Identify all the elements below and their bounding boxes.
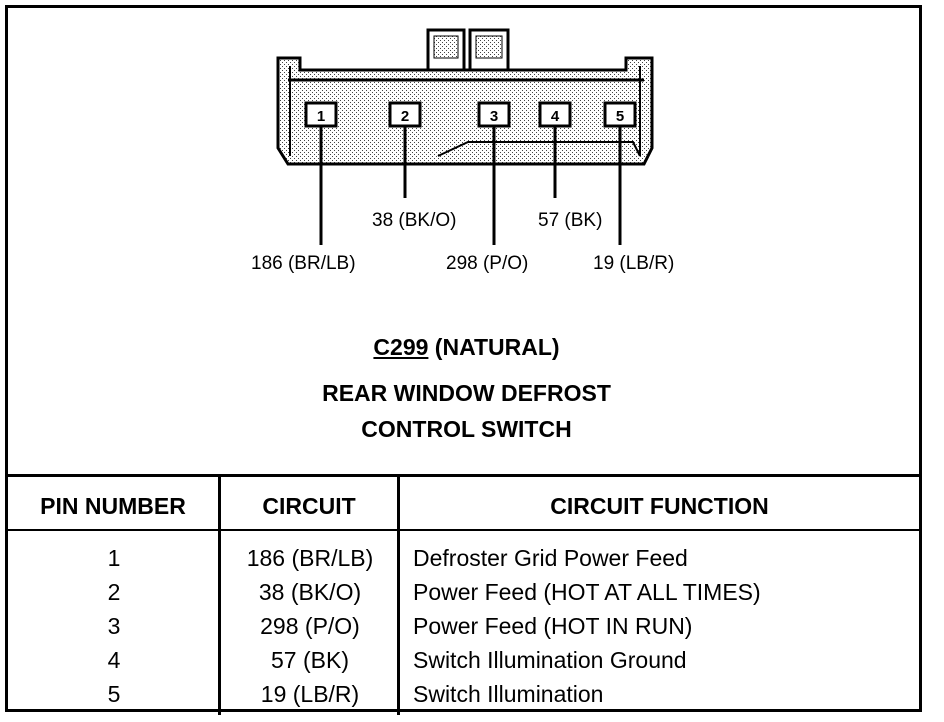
cell-circuit: 38 (BK/O)	[258, 579, 362, 605]
header-circuit: CIRCUIT	[262, 493, 356, 519]
header-pin-number: PIN NUMBER	[40, 493, 186, 519]
component-title-line-1: REAR WINDOW DEFROST	[322, 380, 611, 406]
wire-label-5: 19 (LB/R)	[593, 253, 675, 274]
pin-4-number: 4	[551, 108, 560, 125]
cell-pin: 1	[107, 545, 121, 571]
pin-3-number: 3	[490, 108, 498, 125]
table-header-rule	[8, 529, 919, 531]
connector-title: C299 (NATURAL)	[8, 336, 925, 359]
connector-body	[276, 56, 654, 166]
cell-function: Switch Illumination	[413, 681, 604, 707]
connector-latch	[426, 28, 510, 74]
diagram-frame: 1 2 3 4 5 38 (BK/O) 57 (BK) 186 (BR/LB) 298 …	[5, 5, 925, 715]
pin-5-number: 5	[616, 108, 624, 125]
pin-2-box	[388, 101, 422, 128]
cell-pin: 2	[107, 579, 121, 605]
pin-4-box	[538, 101, 572, 128]
wire-label-3: 298 (P/O)	[446, 253, 529, 274]
pin-1-number: 1	[317, 108, 325, 125]
table-row: 4 57 (BK) Switch Illumination Ground	[8, 649, 919, 683]
connector-drawing: 1 2 3 4 5	[276, 28, 654, 245]
component-title-line-2: CONTROL SWITCH	[361, 416, 572, 442]
cell-circuit: 298 (P/O)	[260, 613, 360, 639]
table-row: 3 298 (P/O) Power Feed (HOT IN RUN)	[8, 615, 919, 649]
wire-label-2: 38 (BK/O)	[372, 210, 457, 231]
cell-circuit: 186 (BR/LB)	[246, 545, 374, 571]
cell-pin: 4	[107, 647, 121, 673]
table-divider-1	[218, 477, 221, 715]
wire-label-1: 186 (BR/LB)	[251, 253, 356, 274]
table-row: 2 38 (BK/O) Power Feed (HOT AT ALL TIMES…	[8, 581, 919, 615]
wire-label-4: 57 (BK)	[538, 210, 603, 231]
cell-pin: 5	[107, 681, 121, 707]
connector-id: C299	[373, 334, 429, 360]
cell-function: Power Feed (HOT IN RUN)	[413, 613, 693, 639]
pin-2-number: 2	[401, 108, 409, 125]
pinout-table: PIN NUMBER CIRCUIT CIRCUIT FUNCTION 1 18…	[8, 474, 919, 715]
cell-circuit: 57 (BK)	[271, 647, 349, 673]
pin-3-box	[477, 101, 511, 128]
cell-circuit: 19 (LB/R)	[260, 681, 360, 707]
cell-function: Switch Illumination Ground	[413, 647, 687, 673]
cell-function: Power Feed (HOT AT ALL TIMES)	[413, 579, 761, 605]
header-circuit-function: CIRCUIT FUNCTION	[550, 493, 769, 519]
connector-color: (NATURAL)	[434, 334, 560, 360]
table-row: 1 186 (BR/LB) Defroster Grid Power Feed	[8, 547, 919, 581]
cell-pin: 3	[107, 613, 121, 639]
table-divider-2	[397, 477, 400, 715]
table-row: 5 19 (LB/R) Switch Illumination	[8, 683, 919, 717]
pin-5-box	[603, 101, 637, 128]
pin-1-box	[304, 101, 338, 128]
cell-function: Defroster Grid Power Feed	[413, 545, 688, 571]
